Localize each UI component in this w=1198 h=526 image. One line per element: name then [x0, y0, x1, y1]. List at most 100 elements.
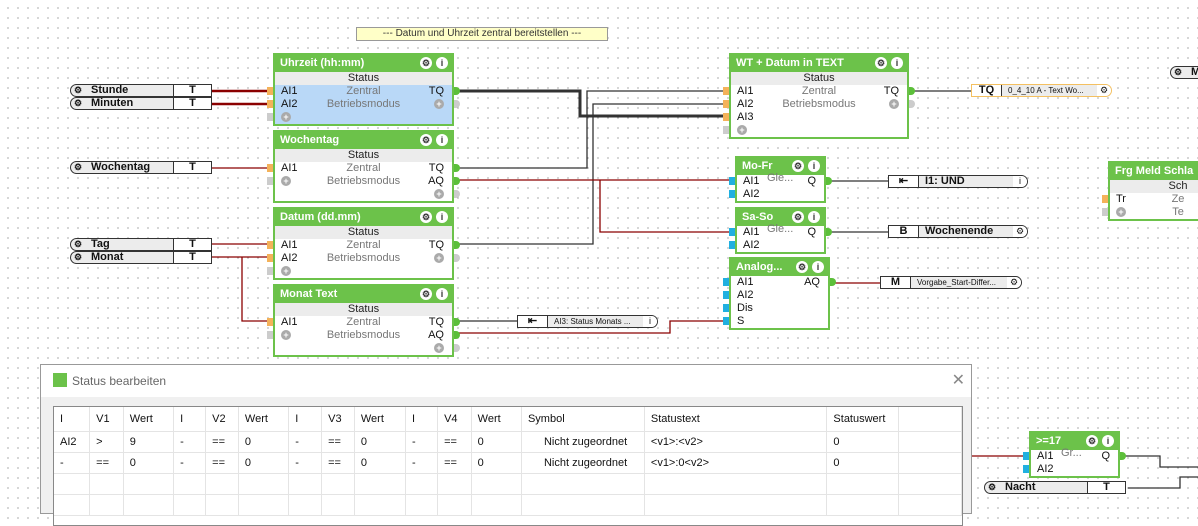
table-cell[interactable] [123, 473, 175, 495]
block-header[interactable]: >=17⚙i [1031, 433, 1118, 450]
plus-icon[interactable]: + [889, 99, 899, 109]
column-header[interactable]: I [405, 407, 439, 432]
output-pin[interactable] [909, 87, 915, 95]
table-cell[interactable] [288, 494, 323, 516]
table-cell[interactable] [405, 473, 439, 495]
table-cell[interactable]: 0 [826, 452, 900, 474]
block-header[interactable]: Wochentag⚙i [275, 132, 452, 149]
close-icon[interactable]: ✕ [951, 372, 965, 389]
gear-icon[interactable]: ⚙ [796, 261, 808, 273]
input-pin[interactable] [729, 228, 735, 236]
input-pin[interactable] [723, 100, 729, 108]
table-cell[interactable] [826, 473, 900, 495]
table-cell[interactable] [238, 494, 290, 516]
plus-icon[interactable]: + [737, 125, 747, 135]
input-pin[interactable] [1023, 452, 1029, 460]
dialog-titlebar[interactable]: Status bearbeiten ✕ [41, 365, 971, 397]
table-cell[interactable]: <v1>:0<v2> [644, 452, 828, 474]
input-pin[interactable] [723, 291, 729, 299]
table-cell[interactable]: 0 [238, 452, 290, 474]
table-cell[interactable]: == [205, 452, 239, 474]
table-cell[interactable] [437, 473, 472, 495]
table-cell[interactable]: 0 [123, 452, 175, 474]
input-pin[interactable] [1102, 208, 1108, 216]
plus-icon[interactable]: + [281, 112, 291, 122]
table-cell[interactable] [471, 494, 522, 516]
gear-icon[interactable]: ⚙ [987, 482, 997, 492]
column-header[interactable]: Wert [354, 407, 407, 432]
add-input-icon[interactable]: + [737, 124, 747, 137]
output-pin[interactable] [454, 254, 460, 262]
block-header[interactable]: Datum (dd.mm)⚙i [275, 209, 452, 226]
output-pin[interactable] [454, 164, 460, 172]
column-header[interactable]: V3 [321, 407, 355, 432]
add-output-icon[interactable]: + [434, 252, 444, 265]
output-pin[interactable] [454, 344, 460, 352]
gear-icon[interactable]: ⚙ [1086, 435, 1098, 447]
column-header[interactable]: Statustext [644, 407, 828, 432]
plus-icon[interactable]: + [281, 266, 291, 276]
input-pin[interactable] [267, 113, 273, 121]
add-output-icon[interactable]: + [434, 98, 444, 111]
table-cell[interactable]: AI2 [54, 431, 91, 453]
output-pin[interactable] [830, 278, 836, 286]
output-pin[interactable] [909, 100, 915, 108]
add-output-icon[interactable]: + [434, 188, 444, 201]
output-pin[interactable] [826, 177, 832, 185]
table-cell[interactable]: 0 [238, 431, 290, 453]
input-pin[interactable] [723, 304, 729, 312]
plus-icon[interactable]: + [434, 99, 444, 109]
input-pin[interactable] [723, 278, 729, 286]
input-pin[interactable] [723, 87, 729, 95]
input-pin[interactable] [267, 164, 273, 172]
column-header[interactable]: Symbol [521, 407, 645, 432]
table-cell[interactable]: == [321, 431, 355, 453]
output-pin[interactable] [454, 190, 460, 198]
table-cell[interactable]: - [405, 452, 439, 474]
table-cell[interactable]: - [173, 452, 207, 474]
gear-icon[interactable]: ⚙ [73, 85, 83, 95]
add-input-icon[interactable]: + [281, 329, 291, 342]
table-cell[interactable] [321, 473, 355, 495]
plus-icon[interactable]: + [281, 330, 291, 340]
column-header[interactable]: I [54, 407, 91, 432]
table-cell[interactable] [321, 494, 355, 516]
info-icon[interactable]: i [436, 57, 448, 69]
gear-icon[interactable]: ⚙ [73, 239, 83, 249]
block-header[interactable]: Frg Meld Schla⚙i [1110, 163, 1198, 180]
table-cell[interactable] [89, 473, 124, 495]
table-cell[interactable] [54, 494, 91, 516]
table-cell[interactable]: Nicht zugeordnet [521, 452, 645, 474]
table-cell[interactable] [405, 494, 439, 516]
gear-icon[interactable]: ⚙ [73, 252, 83, 262]
column-header[interactable]: V2 [205, 407, 239, 432]
block-header[interactable]: Mo-Fr⚙i [737, 158, 824, 175]
input-pin[interactable] [267, 254, 273, 262]
info-icon[interactable]: i [436, 288, 448, 300]
table-cell[interactable]: 0 [471, 431, 522, 453]
gear-icon[interactable]: ⚙ [875, 57, 887, 69]
column-header[interactable]: V1 [89, 407, 124, 432]
table-cell[interactable]: - [173, 431, 207, 453]
plus-icon[interactable]: + [434, 253, 444, 263]
info-icon[interactable]: i [436, 211, 448, 223]
table-row-empty[interactable] [54, 473, 962, 495]
add-output-icon[interactable]: + [889, 98, 899, 111]
table-cell[interactable]: == [437, 452, 472, 474]
input-pin[interactable] [267, 318, 273, 326]
input-pin[interactable] [267, 267, 273, 275]
table-cell[interactable]: 0 [354, 452, 407, 474]
table-cell[interactable]: 0 [354, 431, 407, 453]
output-pin[interactable] [454, 318, 460, 326]
input-pin[interactable] [267, 177, 273, 185]
gear-icon[interactable]: ⚙ [420, 211, 432, 223]
